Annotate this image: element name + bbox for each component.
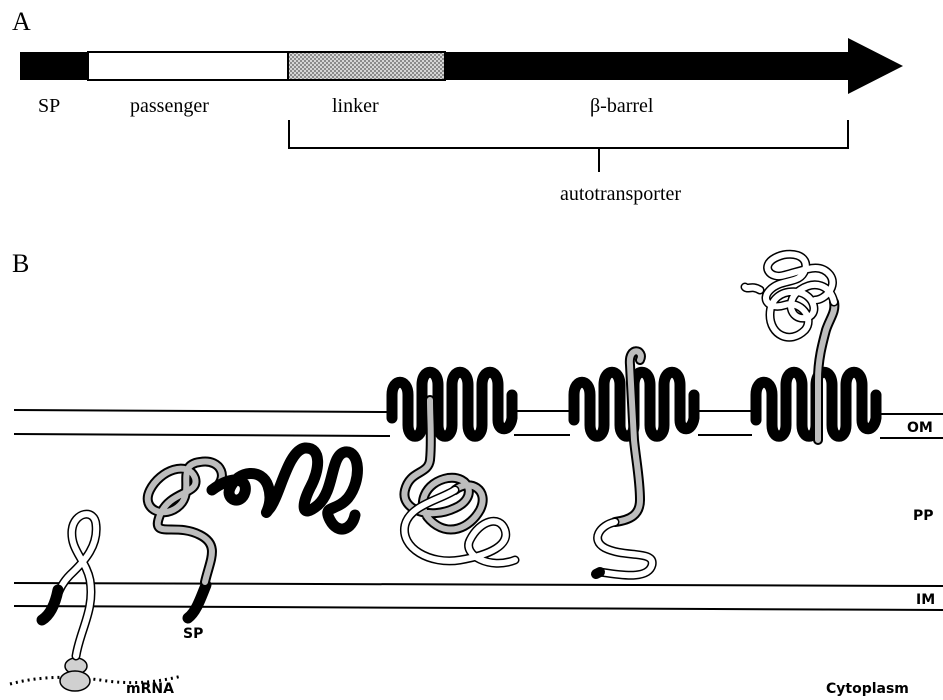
linker-label: linker (332, 95, 379, 117)
beta-barrel-1 (392, 372, 512, 436)
domain-arrow (20, 38, 903, 94)
ribosome-icon (60, 658, 90, 691)
sp-segment (20, 52, 88, 80)
barrel-label: β-barrel (590, 95, 654, 117)
cytoplasm-label: Cytoplasm (826, 681, 909, 697)
barrel-segment (445, 52, 850, 80)
panel-a-label: A (12, 7, 31, 36)
passenger-segment (88, 52, 288, 80)
signal-peptide-anchor (188, 585, 206, 618)
nascent-chain-1 (42, 514, 96, 656)
sp-label: SP (38, 95, 60, 117)
autotransporter-label: autotransporter (560, 183, 681, 205)
linker-segment (288, 52, 445, 80)
passenger-label: passenger (130, 95, 209, 117)
pp-label: PP (913, 508, 934, 524)
folding-chain-2 (148, 448, 358, 582)
arrow-head (848, 38, 903, 94)
sp-anchor-label: SP (183, 626, 203, 642)
autotransporter-bracket (289, 120, 848, 172)
panel-b-label: B (12, 249, 29, 278)
im-label: IM (916, 592, 935, 608)
mrna-label: mRNA (126, 681, 174, 697)
inner-membrane (14, 583, 943, 610)
om-label: OM (907, 420, 933, 436)
